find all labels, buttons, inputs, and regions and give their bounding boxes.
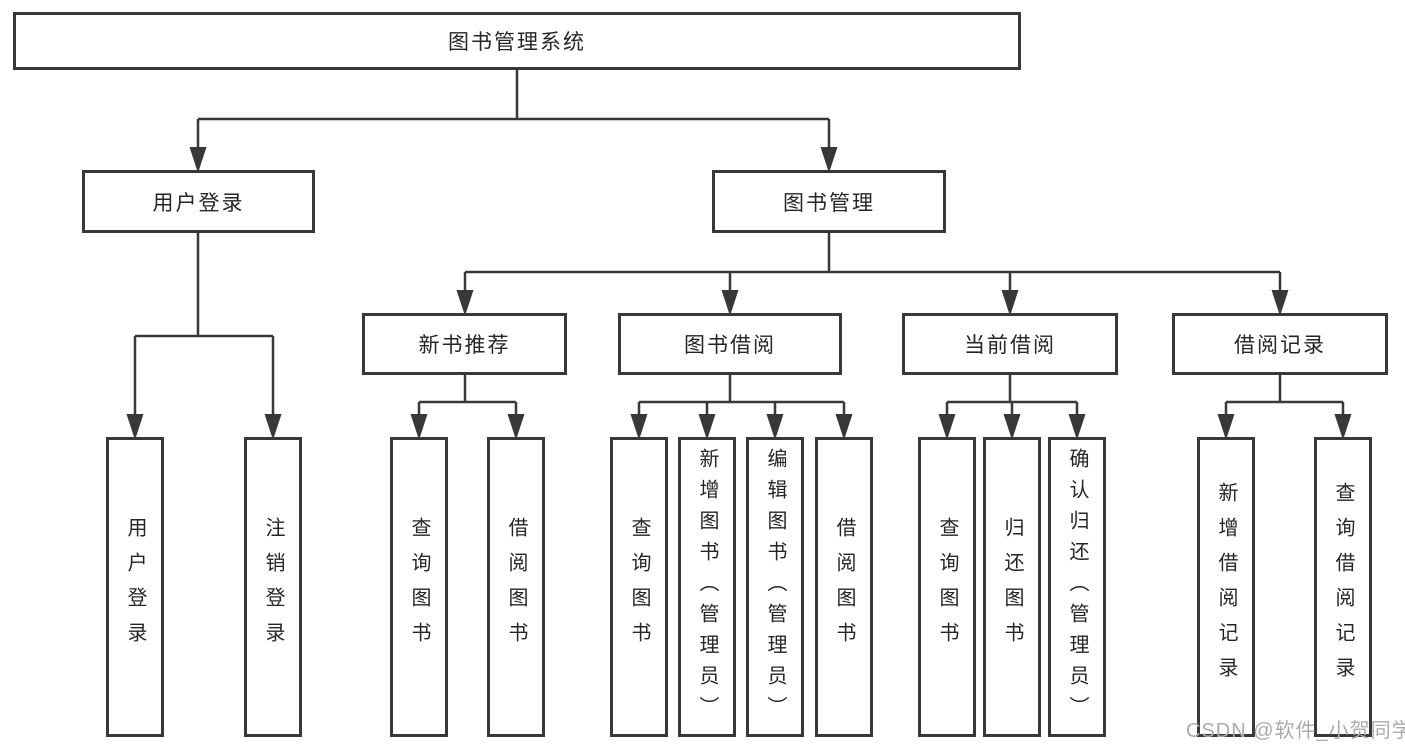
leaf-return-book: 归还图书 [983,437,1041,737]
node-library-system: 图书管理系统 [13,12,1021,70]
leaf-user-login: 用户登录 [106,437,164,737]
leaf-edit-book-admin: 编辑图书（管理员） [746,437,804,737]
leaf-query-book-recommend-label: 查询图书 [408,517,430,657]
node-book-management-label: 图书管理 [783,191,875,215]
leaf-query-book-current-label: 查询图书 [936,517,958,657]
leaf-query-borrow-record-label: 查询借阅记录 [1332,482,1354,692]
node-user-login: 用户登录 [82,170,315,233]
leaf-query-borrow-record: 查询借阅记录 [1314,437,1372,737]
leaf-logout: 注销登录 [244,437,302,737]
node-user-login-label: 用户登录 [152,191,245,215]
node-new-book-recommend-label: 新书推荐 [418,334,511,357]
node-borrowing-records: 借阅记录 [1172,313,1388,375]
leaf-borrow-book-recommend: 借阅图书 [487,437,545,737]
watermark: CSDN @软件_小贺同学 [1186,720,1405,742]
leaf-borrow-book: 借阅图书 [815,437,873,737]
leaf-borrow-book-label: 借阅图书 [833,517,855,657]
node-new-book-recommend: 新书推荐 [362,313,567,375]
leaf-query-book-current: 查询图书 [918,437,976,737]
leaf-logout-label: 注销登录 [262,517,284,657]
node-book-borrowing-label: 图书借阅 [684,334,776,357]
node-book-management: 图书管理 [712,170,946,233]
leaf-add-borrow-record-label: 新增借阅记录 [1215,482,1237,692]
leaf-confirm-return-admin: 确认归还（管理员） [1048,437,1106,737]
node-borrowing-records-label: 借阅记录 [1234,334,1326,357]
node-current-borrowing-label: 当前借阅 [964,334,1056,357]
leaf-query-book-borrowing: 查询图书 [610,437,668,737]
node-book-borrowing: 图书借阅 [618,313,842,375]
leaf-query-book-recommend: 查询图书 [390,437,448,737]
node-current-borrowing: 当前借阅 [902,313,1118,375]
node-library-system-label: 图书管理系统 [448,31,586,54]
leaf-add-book-admin-label: 新增图书（管理员） [696,447,718,727]
leaf-user-login-label: 用户登录 [124,517,146,657]
leaf-confirm-return-admin-label: 确认归还（管理员） [1066,447,1088,727]
leaf-query-book-borrowing-label: 查询图书 [628,517,650,657]
leaf-add-book-admin: 新增图书（管理员） [678,437,736,737]
leaf-return-book-label: 归还图书 [1001,517,1023,657]
leaf-add-borrow-record: 新增借阅记录 [1197,437,1255,737]
arrow-down-icon [126,147,1352,440]
leaf-borrow-book-recommend-label: 借阅图书 [505,517,527,657]
leaf-edit-book-admin-label: 编辑图书（管理员） [764,447,786,727]
